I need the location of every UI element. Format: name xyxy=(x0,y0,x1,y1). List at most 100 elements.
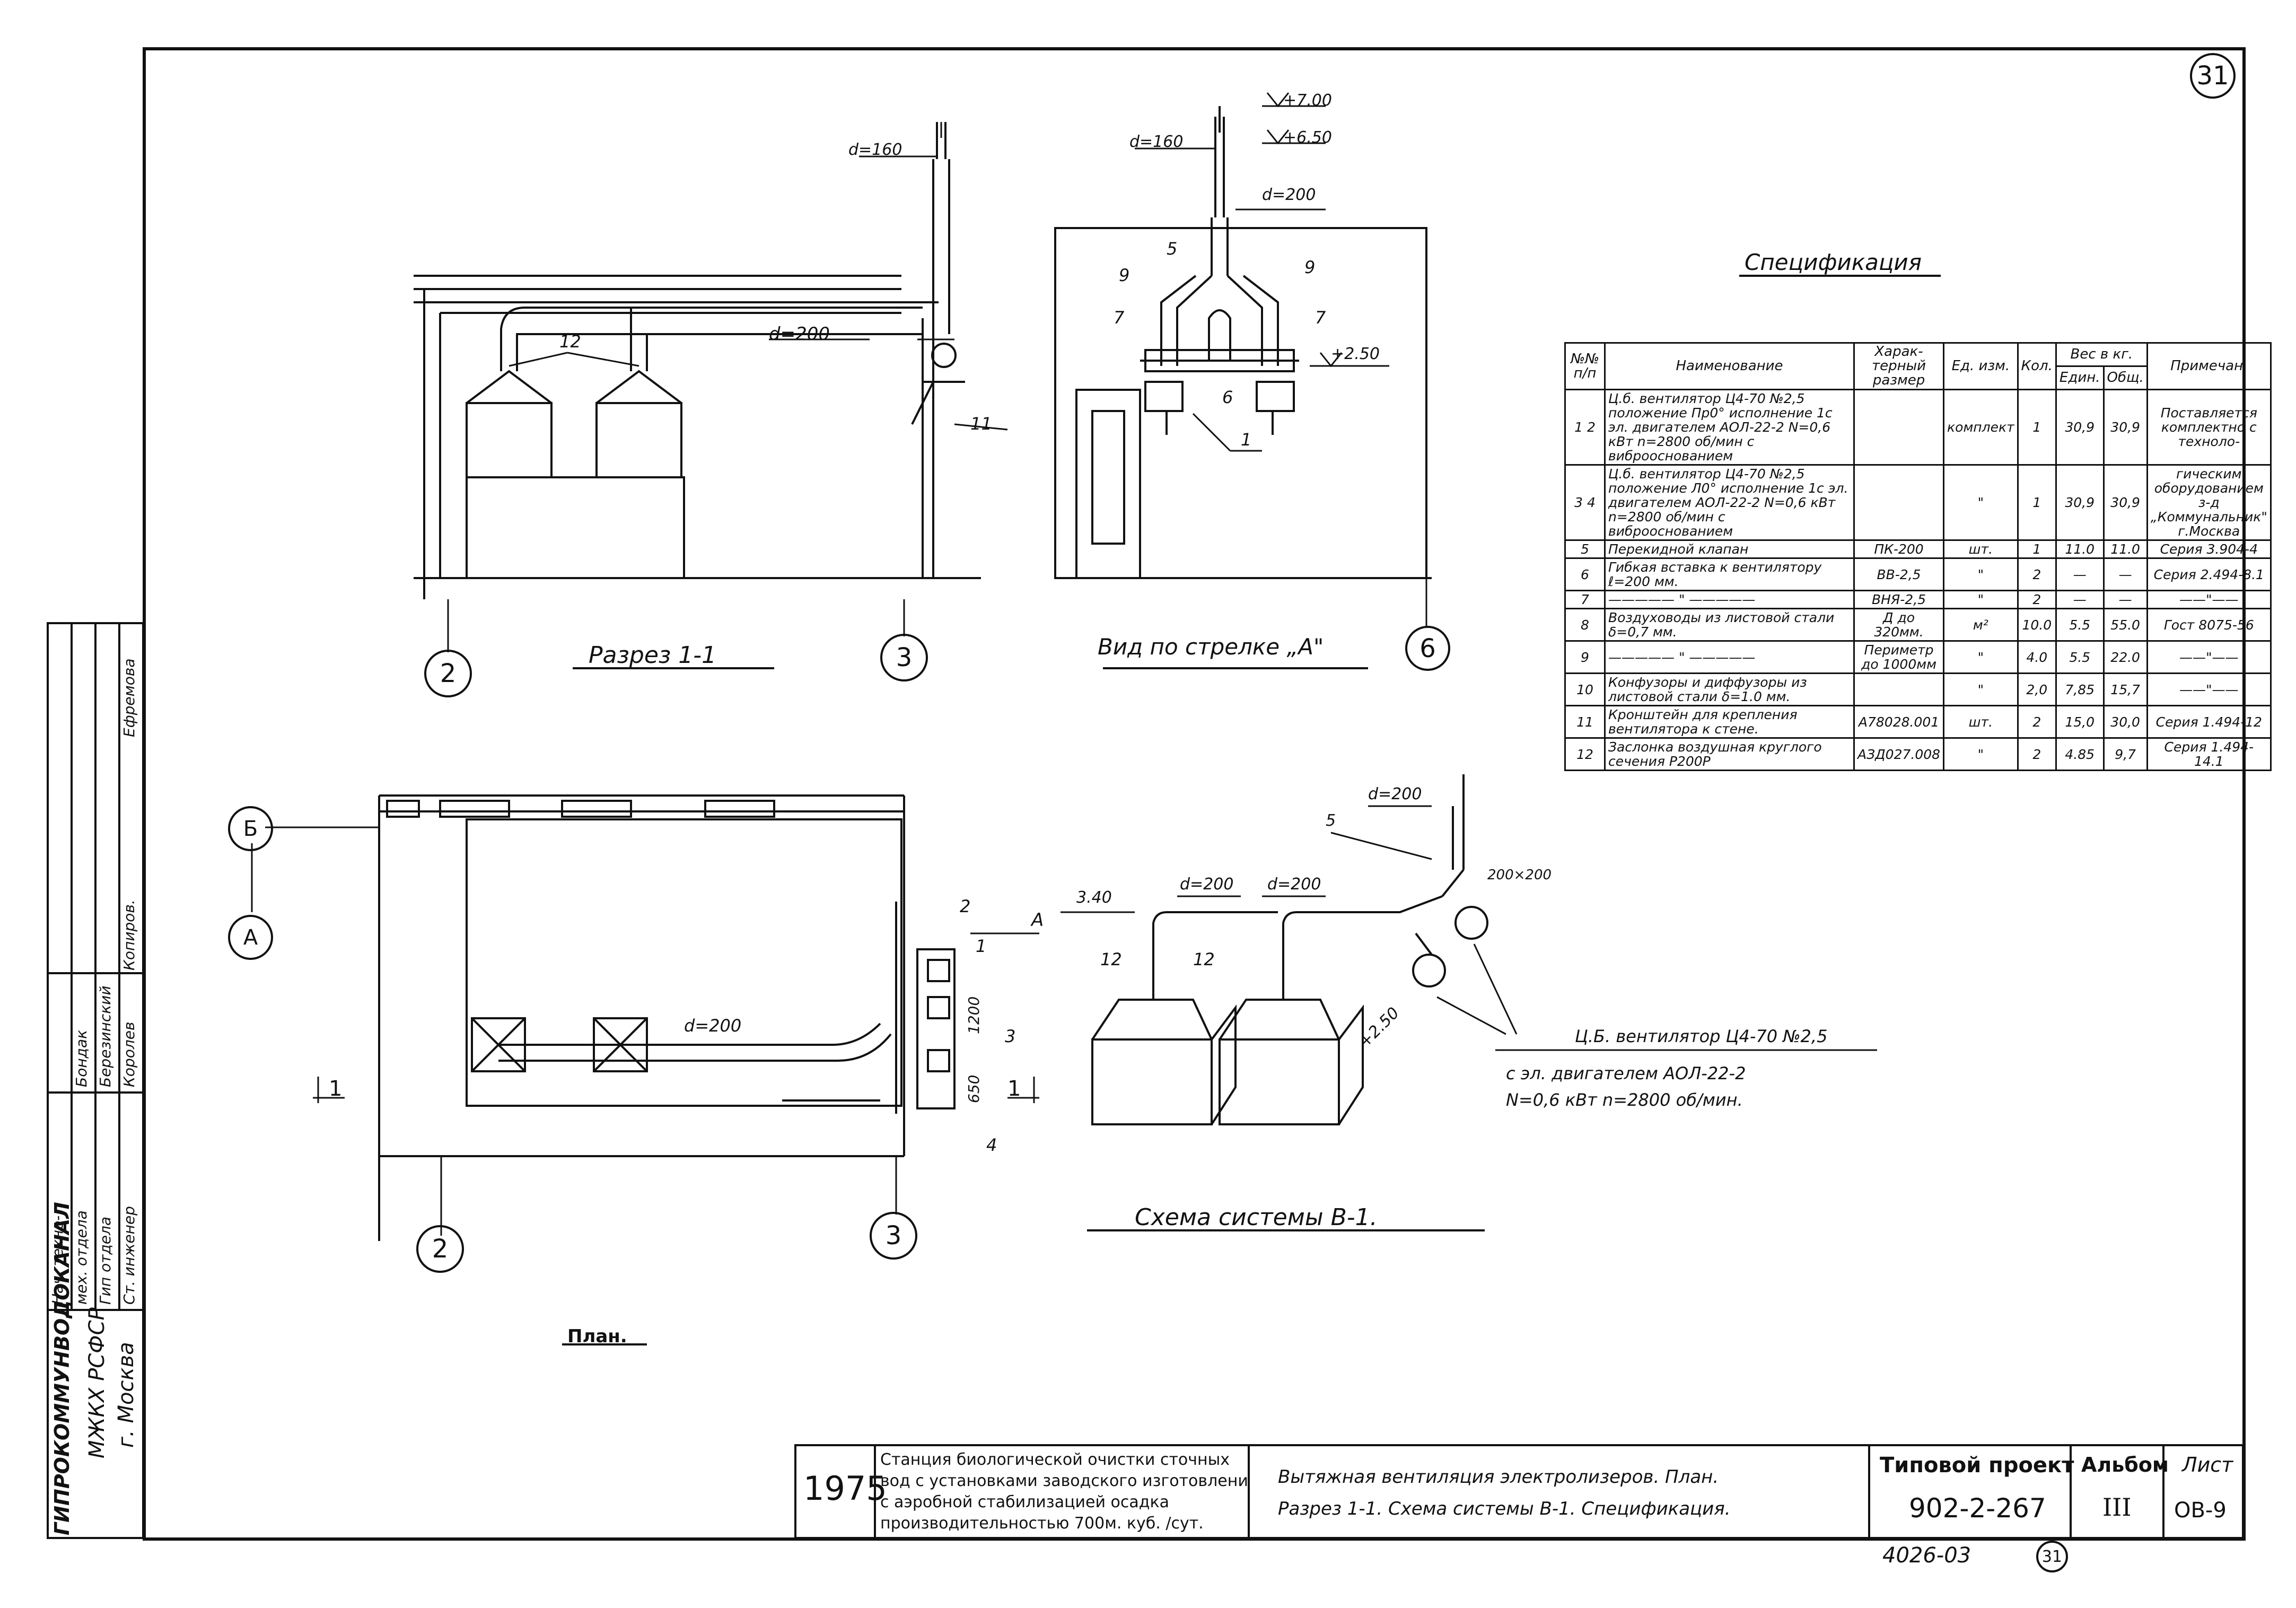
view-a-mark-1: 1 xyxy=(1241,430,1252,450)
spec-cell-w-total: 15,7 xyxy=(2102,672,2148,706)
spec-cell-w-total: 30,9 xyxy=(2102,464,2148,541)
spec-cell-qty: 10.0 xyxy=(2017,608,2057,642)
spec-cell-w-unit: 11.0 xyxy=(2055,539,2105,559)
axis-2-label: 2 xyxy=(440,659,457,688)
plan-dim-1200: 1200 xyxy=(965,996,983,1034)
spec-cell-num: 6 xyxy=(1564,557,1606,591)
spec-h-note: Примечан. xyxy=(2146,342,2272,390)
spec-cell-unit: шт. xyxy=(1943,539,2019,559)
spec-cell-num: 8 xyxy=(1564,608,1606,642)
spec-cell-size: Периметр до 1000мм xyxy=(1853,640,1945,674)
plan-axis-b: Б xyxy=(228,806,273,851)
spec-cell-qty: 2 xyxy=(2017,737,2057,771)
spec-cell-unit: " xyxy=(1943,640,2019,674)
plan-axis-3-label: 3 xyxy=(885,1221,902,1251)
spec-cell-w-unit: 4.85 xyxy=(2055,737,2105,771)
spec-cell-size: ПК-200 xyxy=(1853,539,1945,559)
title-sheet-number: ОВ-9 xyxy=(2174,1498,2227,1523)
spec-cell-w-unit: 7,85 xyxy=(2055,672,2105,706)
spec-cell-note: Поставляется комплектно с техноло- xyxy=(2146,389,2272,466)
scheme-d200-b: d=200 xyxy=(1267,875,1321,894)
spec-h-unit: Ед. изм. xyxy=(1943,342,2019,390)
plan-axis-2: 2 xyxy=(416,1225,464,1273)
role-3: Гип отдела xyxy=(97,1216,114,1305)
view-a-mark-5: 5 xyxy=(1167,239,1178,259)
section-1-1-d160: d=160 xyxy=(848,141,902,159)
spec-h-num: №№ п/п xyxy=(1564,342,1606,390)
spec-cell-w-total: 55.0 xyxy=(2102,608,2148,642)
spec-cell-unit: " xyxy=(1943,672,2019,706)
spec-cell-unit: " xyxy=(1943,464,2019,541)
sheet-frame xyxy=(143,47,2246,1541)
plan-section-mark-left: 1 xyxy=(329,1077,343,1101)
view-a-mark-9b: 9 xyxy=(1304,257,1316,277)
spec-cell-name: Воздуховоды из листовой стали δ=0,7 мм. xyxy=(1604,608,1855,642)
title-project-label: Типовой проект xyxy=(1880,1453,2074,1478)
plan-mark-4: 4 xyxy=(986,1135,997,1155)
spec-cell-note: гическим оборудованием з-д „Коммунальник… xyxy=(2146,464,2272,541)
name-bondak: Бондак xyxy=(73,1029,90,1087)
spec-cell-unit: комплект xyxy=(1943,389,2019,466)
spec-cell-w-unit: — xyxy=(2055,590,2105,609)
spec-cell-w-unit: 30,9 xyxy=(2055,464,2105,541)
scheme-fan-line3: N=0,6 кВт n=2800 об/мин. xyxy=(1506,1090,1743,1110)
plan-arrow-a: А xyxy=(1031,910,1044,931)
spec-cell-qty: 2,0 xyxy=(2017,672,2057,706)
spec-cell-qty: 4.0 xyxy=(2017,640,2057,674)
spec-row: 7————— " —————ВНЯ-2,5"2————"—— xyxy=(1564,590,2272,609)
spec-cell-unit: " xyxy=(1943,557,2019,591)
name-efremova: Ефремова xyxy=(120,658,138,737)
title-station-line-1: Станция биологической очистки сточных xyxy=(880,1450,1230,1469)
view-a-drawing xyxy=(1054,92,1432,669)
spec-cell-size: Д до 320мм. xyxy=(1853,608,1945,642)
bottom-badge-text: 31 xyxy=(2041,1547,2063,1566)
axis-a-label: А xyxy=(243,925,258,950)
spec-cell-size: А78028.001 xyxy=(1853,705,1945,739)
plan-dim-650: 650 xyxy=(965,1074,983,1103)
spec-cell-w-total: 9,7 xyxy=(2102,737,2148,771)
role-2: мех. отдела xyxy=(73,1210,90,1305)
spec-cell-w-unit: 30,9 xyxy=(2055,389,2105,466)
sheet-badge: 31 xyxy=(2190,53,2236,99)
spec-cell-name: Заслонка воздушная круглого сечения Р200… xyxy=(1604,737,1855,771)
spec-cell-num: 12 xyxy=(1564,737,1606,771)
spec-cell-name: Кронштейн для крепления вентилятора к ст… xyxy=(1604,705,1855,739)
spec-h-size: Харак-терный размер xyxy=(1853,342,1945,390)
copied-label: Копиров. xyxy=(120,899,138,971)
section-1-1-drawing xyxy=(414,122,1008,669)
scheme-b1-drawing xyxy=(1061,774,1877,1231)
spec-cell-note: Серия 1.494-12 xyxy=(2146,705,2272,739)
plan-axis-a: А xyxy=(228,915,273,960)
spec-cell-w-total: 11.0 xyxy=(2102,539,2148,559)
spec-cell-unit: шт. xyxy=(1943,705,2019,739)
spec-cell-num: 5 xyxy=(1564,539,1606,559)
spec-cell-w-total: 30,0 xyxy=(2102,705,2148,739)
spec-cell-num: 10 xyxy=(1564,672,1606,706)
spec-cell-unit: м² xyxy=(1943,608,2019,642)
spec-cell-w-unit: 5.5 xyxy=(2055,608,2105,642)
spec-cell-num: 1 2 xyxy=(1564,389,1606,466)
axis-3-label: 3 xyxy=(896,643,913,672)
spec-cell-name: Конфузоры и диффузоры из листовой стали … xyxy=(1604,672,1855,706)
view-a-elev-700: +7.00 xyxy=(1283,91,1332,110)
view-a-mark-7a: 7 xyxy=(1114,308,1125,328)
scheme-d200-c: d=200 xyxy=(1368,785,1422,803)
title-album-number: III xyxy=(2102,1493,2132,1522)
spec-cell-w-unit: — xyxy=(2055,557,2105,591)
spec-title: Спецификация xyxy=(1745,249,1922,275)
org-city: г. Москва xyxy=(114,1342,138,1448)
spec-h-qty: Кол. xyxy=(2017,342,2057,390)
spec-cell-note: Серия 1.494-14.1 xyxy=(2146,737,2272,771)
spec-cell-qty: 2 xyxy=(2017,557,2057,591)
spec-cell-name: ————— " ————— xyxy=(1604,640,1855,674)
spec-cell-size xyxy=(1853,389,1945,466)
spec-cell-note: Серия 2.494-8.1 xyxy=(2146,557,2272,591)
title-station-line-3: с аэробной стабилизацией осадка xyxy=(880,1493,1170,1511)
